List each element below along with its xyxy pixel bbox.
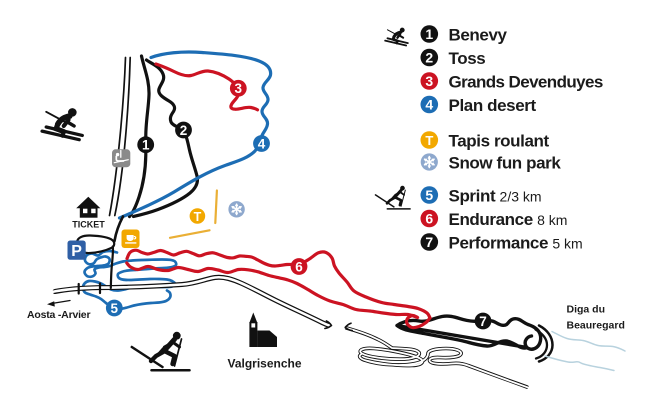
svg-text:Valgrisenche: Valgrisenche <box>228 357 302 371</box>
svg-text:TICKET: TICKET <box>72 220 105 230</box>
svg-text:Beauregard: Beauregard <box>567 320 625 332</box>
svg-text:Aosta -Arvier: Aosta -Arvier <box>27 309 90 321</box>
svg-text:Endurance 8 km: Endurance 8 km <box>449 210 568 229</box>
svg-text:Toss: Toss <box>449 49 486 68</box>
svg-text:Snow fun park: Snow fun park <box>449 153 562 172</box>
svg-text:Tapis roulant: Tapis roulant <box>449 131 550 150</box>
svg-text:6: 6 <box>295 259 303 274</box>
svg-text:Plan desert: Plan desert <box>449 96 537 115</box>
svg-text:2: 2 <box>425 50 433 66</box>
svg-text:1: 1 <box>425 26 433 42</box>
svg-text:7: 7 <box>479 314 487 329</box>
svg-text:5: 5 <box>425 187 433 203</box>
svg-text:4: 4 <box>258 136 266 151</box>
svg-text:T: T <box>425 133 433 148</box>
svg-text:7: 7 <box>425 234 433 250</box>
svg-text:3: 3 <box>235 81 243 96</box>
svg-text:Grands Devenduyes: Grands Devenduyes <box>449 72 603 91</box>
svg-text:3: 3 <box>425 73 433 89</box>
svg-text:Benevy: Benevy <box>449 25 508 44</box>
svg-text:T: T <box>194 210 202 224</box>
svg-text:Performance 5 km: Performance 5 km <box>449 233 583 252</box>
svg-text:2: 2 <box>180 123 188 138</box>
svg-text:P: P <box>71 243 82 260</box>
svg-text:1: 1 <box>142 138 150 153</box>
svg-text:4: 4 <box>425 97 433 113</box>
svg-text:Diga du: Diga du <box>567 304 606 316</box>
svg-text:Sprint 2/3 km: Sprint 2/3 km <box>449 186 542 205</box>
svg-text:6: 6 <box>425 211 433 227</box>
svg-text:5: 5 <box>111 301 119 316</box>
